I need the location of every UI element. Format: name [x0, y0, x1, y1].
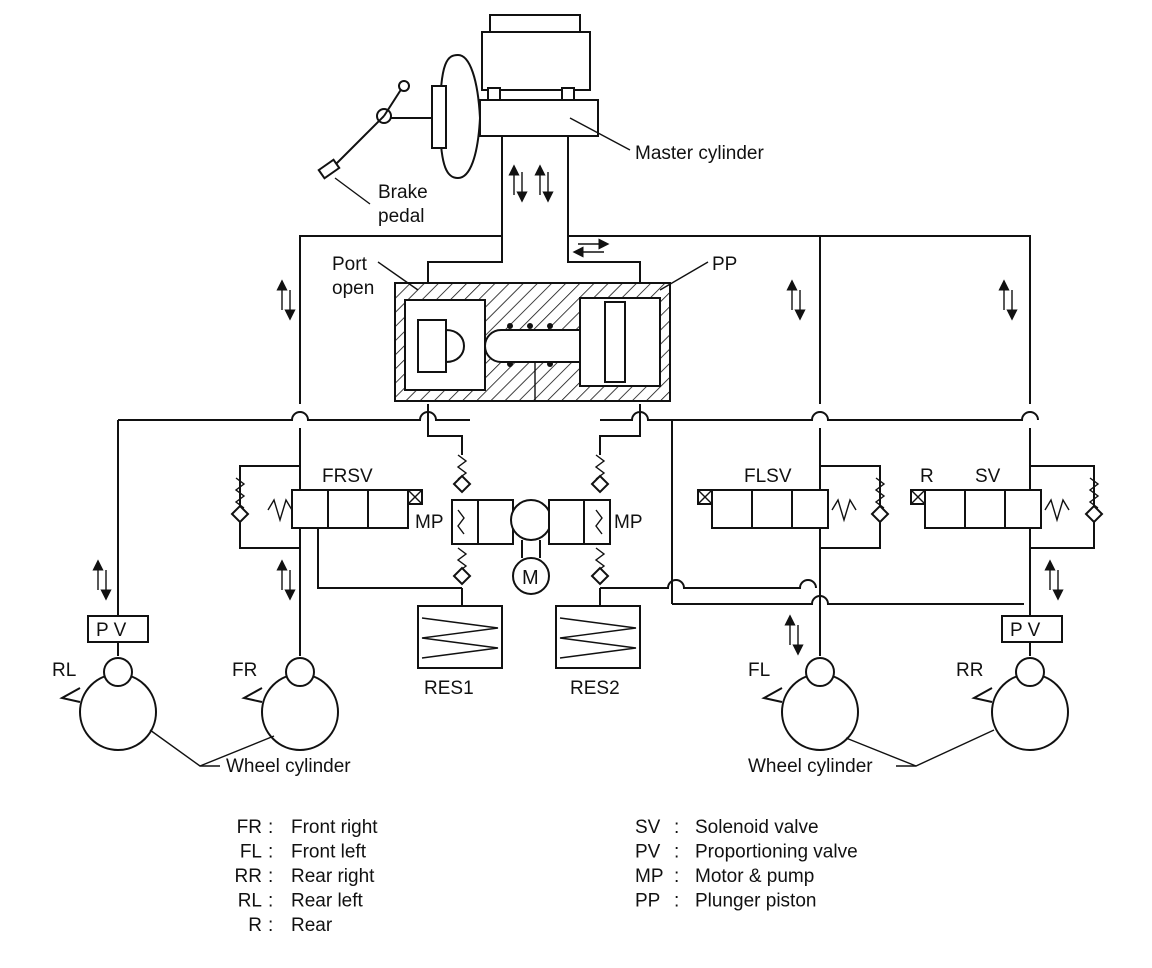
legend-abbr: PP [635, 891, 660, 912]
mp-left-label: MP [415, 512, 444, 533]
frsv-valve [230, 465, 423, 549]
wheel-fr [241, 657, 339, 751]
flsv-valve [697, 465, 890, 549]
wheel-rl [59, 657, 157, 751]
legend-sep: : [268, 817, 273, 838]
pv-left-label: P V [96, 620, 127, 641]
legend-sep: : [268, 842, 273, 863]
legend-sep: : [674, 842, 679, 863]
legend-sep: : [268, 915, 273, 936]
legend-desc: Rear [291, 915, 333, 936]
res1-label: RES1 [424, 678, 474, 699]
legend-desc: Front left [291, 842, 367, 863]
legend-desc: Rear right [291, 866, 375, 887]
legend-abbr: SV [635, 817, 661, 838]
frsv-label: FRSV [322, 466, 373, 487]
mp-right-label: MP [614, 512, 643, 533]
res2-label: RES2 [570, 678, 620, 699]
legend-abbr: MP [635, 866, 664, 887]
wheel-cylinder-leaders [149, 729, 995, 767]
rr-label: RR [956, 660, 983, 681]
port-open-leader [377, 261, 419, 291]
wheel-fl [761, 657, 859, 751]
legend-desc: Front right [291, 817, 378, 838]
legend-sep: : [268, 891, 273, 912]
pp-leader [659, 261, 709, 291]
sv-label: SV [975, 466, 1001, 487]
flow-arrows-master [508, 164, 610, 258]
rear-sv-valve [910, 465, 1104, 549]
legend-desc: Rear left [291, 891, 364, 912]
rl-label: RL [52, 660, 76, 681]
legend-abbr: FL [240, 842, 262, 863]
fr-label: FR [232, 660, 257, 681]
master-cylinder-leader [569, 117, 631, 151]
master-cylinder-assembly [317, 14, 599, 205]
pv-right-label: P V [1010, 620, 1041, 641]
legend-abbr: FR [237, 817, 262, 838]
legend-abbr: R [248, 915, 262, 936]
legend-sep: : [674, 817, 679, 838]
legend-abbr: RR [235, 866, 262, 887]
flow-arrows-lines [92, 279, 1064, 656]
motor-pump-unit [451, 454, 611, 606]
legend-desc: Plunger piston [695, 891, 816, 912]
pv-right-box [1001, 615, 1063, 656]
master-cylinder-label: Master cylinder [635, 143, 764, 164]
fl-label: FL [748, 660, 770, 681]
pedal-label: pedal [378, 206, 425, 227]
port-label: Port [332, 254, 368, 275]
reservoir-res2 [555, 605, 641, 669]
legend-desc: Proportioning valve [695, 842, 858, 863]
brake-label: Brake [378, 182, 428, 203]
r-label: R [920, 466, 934, 487]
legend-sep: : [674, 866, 679, 887]
pp-label: PP [712, 254, 737, 275]
pv-left-box [87, 615, 149, 656]
legend-abbr: RL [238, 891, 262, 912]
legend-abbr: PV [635, 842, 661, 863]
motor-label: M [522, 567, 539, 589]
legend-sep: : [268, 866, 273, 887]
open-label: open [332, 278, 374, 299]
flsv-label: FLSV [744, 466, 792, 487]
reservoir-res1 [417, 605, 503, 669]
legend-sep: : [674, 891, 679, 912]
wheel-cylinder-left-label: Wheel cylinder [226, 756, 351, 777]
wheel-cylinder-right-label: Wheel cylinder [748, 756, 873, 777]
legend-desc: Motor & pump [695, 866, 814, 887]
plunger-piston-block [394, 282, 671, 402]
legend-desc: Solenoid valve [695, 817, 819, 838]
wheel-rr [971, 657, 1069, 751]
